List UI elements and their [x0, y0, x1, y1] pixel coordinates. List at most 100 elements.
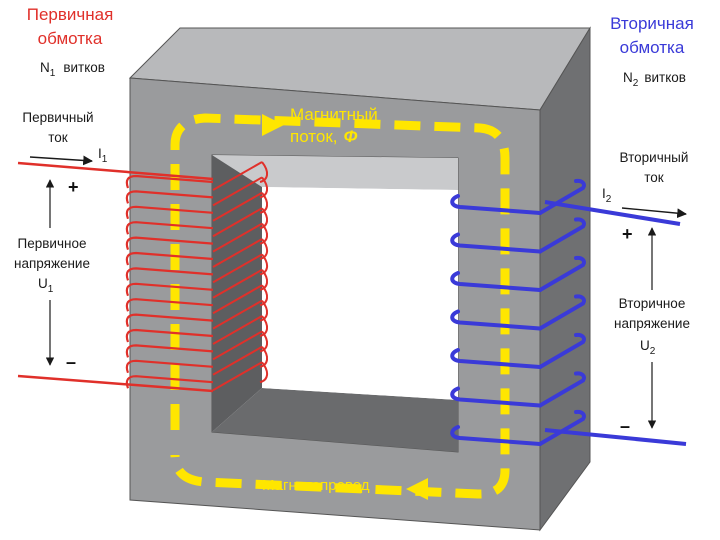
primary-turn-front	[125, 282, 214, 297]
secondary-turn-front	[450, 232, 542, 254]
primary-turn-front	[125, 359, 214, 374]
primary-winding-title-line2: обмотка	[38, 29, 103, 48]
primary-turn-edge	[259, 176, 268, 199]
secondary-turn-front	[450, 386, 542, 408]
primary-turn-edge	[259, 299, 268, 322]
primary-winding	[125, 161, 268, 392]
primary-turn-front	[125, 375, 214, 389]
primary-turn-front	[125, 205, 214, 220]
primary-turn-back	[212, 253, 263, 284]
secondary-turn-side	[538, 371, 586, 408]
primary-turns-sub: 1	[50, 68, 56, 79]
primary-turn-back	[212, 284, 263, 315]
flux-arrow-bottom	[406, 478, 428, 500]
primary-turn-edge	[259, 361, 268, 384]
secondary-winding	[450, 178, 586, 446]
primary-turn-back	[212, 176, 263, 207]
primary-turn-edge	[259, 284, 268, 307]
secondary-turn-side	[538, 294, 586, 331]
secondary-winding-title-line1: Вторичная	[610, 14, 694, 33]
secondary-turns-word: витков	[644, 70, 686, 85]
primary-turn-edge	[259, 192, 268, 214]
secondary-current-label-line1: Вторичный	[620, 150, 689, 165]
flux-symbol: Φ	[344, 127, 358, 146]
primary-lead-top	[17, 161, 214, 181]
primary-turn-edge	[259, 253, 268, 276]
core-window-bottom	[212, 388, 458, 452]
primary-turn-front	[125, 328, 214, 343]
primary-turn-front	[125, 251, 214, 266]
primary-turn-edge	[259, 315, 268, 337]
secondary-turn-front	[450, 271, 542, 292]
primary-turn-back	[212, 222, 263, 253]
primary-winding-title-line1: Первичная	[27, 5, 114, 24]
primary-plus-sign: +	[68, 177, 79, 197]
secondary-current-label-line2: ток	[644, 170, 664, 185]
secondary-plus-sign: +	[622, 224, 633, 244]
primary-turn-edge	[259, 330, 268, 353]
primary-turn-back	[212, 207, 263, 238]
primary-turn-back	[212, 268, 263, 299]
primary-turn-back	[212, 361, 263, 392]
primary-voltage-symbol: U1	[38, 276, 54, 295]
flux-label-line1: Магнитный	[290, 105, 378, 124]
primary-current-arrow	[29, 155, 93, 166]
primary-turn-edge	[259, 207, 268, 230]
primary-turn-front	[125, 344, 214, 358]
primary-turn-front	[125, 298, 214, 312]
primary-turn-edge	[259, 222, 268, 245]
secondary-turn-front	[450, 348, 542, 369]
primary-turn-front	[125, 221, 214, 235]
primary-minus-sign: –	[66, 352, 76, 372]
core-window-back	[262, 187, 458, 400]
magnetic-core	[128, 26, 591, 532]
secondary-turn-side	[538, 409, 586, 446]
primary-turn-back	[212, 330, 263, 361]
flux-path	[170, 113, 510, 500]
secondary-lead-bottom	[544, 428, 687, 446]
primary-turn-edge	[259, 346, 268, 368]
secondary-minus-sign: –	[620, 416, 630, 436]
core-side-face	[539, 26, 591, 532]
secondary-turns-sub: 2	[633, 78, 639, 89]
primary-current-symbol: I1	[98, 146, 108, 165]
flux-arrow-top	[262, 114, 284, 136]
primary-turn-front	[125, 190, 214, 204]
secondary-voltage-label-line2: напряжение	[614, 316, 690, 331]
secondary-current-symbol: I2	[602, 186, 612, 205]
secondary-turn-front	[450, 425, 542, 446]
primary-turn-back	[212, 191, 263, 222]
secondary-current-arrow	[621, 207, 687, 219]
primary-turn-front	[125, 236, 214, 250]
primary-turns-word: витков	[63, 60, 105, 75]
secondary-turns-label: N2 витков	[623, 70, 686, 89]
secondary-voltage-symbol: U2	[640, 338, 656, 357]
core-label: Магнитопровод	[262, 477, 370, 494]
secondary-turns-symbol: N	[623, 70, 633, 85]
primary-turn-front	[125, 267, 214, 281]
secondary-turn-front	[450, 194, 542, 215]
secondary-turn-side	[538, 217, 586, 254]
secondary-lead-top	[544, 200, 681, 226]
primary-turn-back	[212, 299, 263, 330]
primary-voltage-label-line2: напряжение	[14, 256, 90, 271]
primary-current-label-line2: ток	[48, 130, 68, 145]
primary-turn-front	[125, 313, 214, 327]
primary-turn-edge	[259, 269, 268, 291]
secondary-winding-title-line2: обмотка	[620, 38, 685, 57]
primary-turn-edge	[259, 161, 268, 183]
secondary-turn-front	[450, 309, 542, 331]
primary-turn-back	[212, 161, 263, 191]
secondary-turn-side	[538, 332, 586, 369]
primary-current-label-line1: Первичный	[22, 110, 93, 125]
primary-voltage-label-line1: Первичное	[18, 236, 87, 251]
secondary-turn-side	[538, 178, 586, 215]
core-window-left	[212, 155, 262, 432]
primary-turns-label: N1 витков	[40, 60, 105, 79]
primary-turn-front	[125, 174, 214, 189]
flux-label-line2: поток,Φ	[290, 127, 358, 146]
primary-turn-back	[212, 345, 263, 376]
primary-turns-symbol: N	[40, 60, 50, 75]
primary-turn-back	[212, 238, 263, 268]
